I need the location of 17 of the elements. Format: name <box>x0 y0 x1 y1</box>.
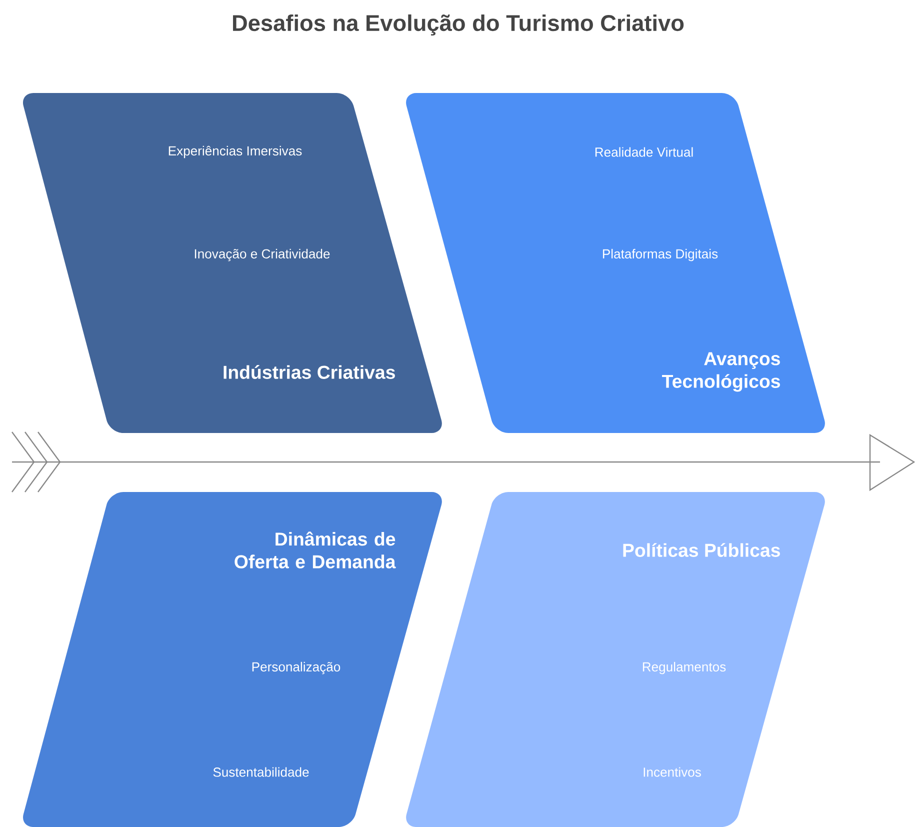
item-label: Inovação e Criatividade <box>194 248 330 262</box>
item-label: Realidade Virtual <box>595 147 693 157</box>
item-label: Experiências Imersivas <box>168 146 302 158</box>
item-label: Plataformas Digitais <box>602 248 718 262</box>
category-panel <box>23 492 442 827</box>
item-label: Regulamentos <box>642 662 726 674</box>
item-label: Personalização <box>252 662 340 674</box>
category-panel <box>22 93 442 433</box>
title: Desafios na Evolução do Turismo Criativo <box>233 14 684 36</box>
item-label: Sustentabilidade <box>213 767 309 777</box>
category-heading: Dinâmicas de Oferta e Demanda <box>234 532 396 568</box>
category-heading: Avanços Tecnológicos <box>662 352 780 392</box>
item-label: Incentivos <box>644 767 701 777</box>
category-heading: Indústrias Criativas <box>224 365 395 379</box>
category-heading: Políticas Públicas <box>623 543 780 557</box>
category-panel <box>406 93 825 433</box>
category-panel <box>406 492 825 827</box>
